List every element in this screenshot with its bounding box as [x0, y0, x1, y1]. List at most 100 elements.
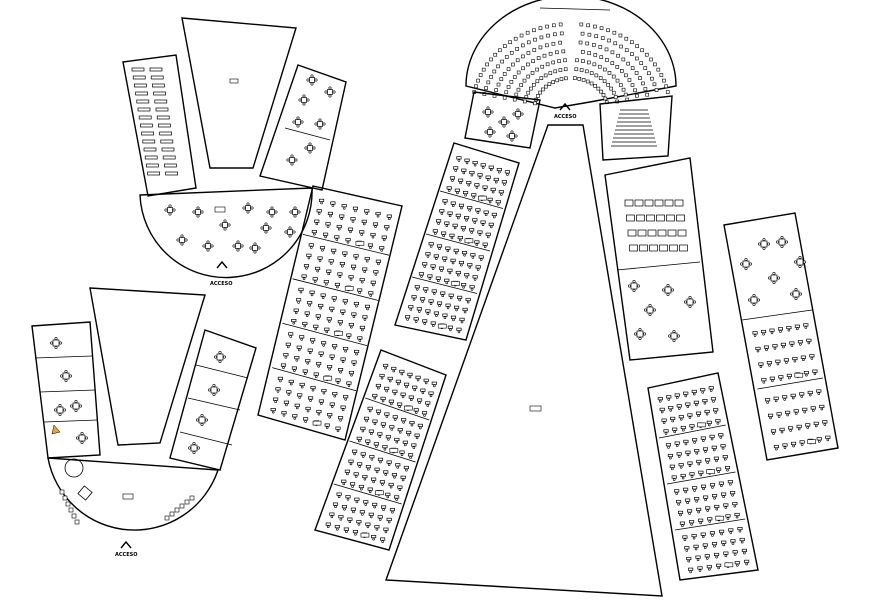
chair	[486, 106, 490, 110]
chair	[688, 464, 692, 467]
chair	[759, 365, 763, 368]
auditorium-seat	[586, 60, 591, 65]
desk	[335, 378, 341, 382]
desk	[334, 235, 340, 239]
chair	[200, 210, 204, 214]
chair	[452, 318, 455, 322]
chair	[349, 230, 352, 234]
desk	[377, 515, 383, 519]
chair	[328, 86, 332, 90]
auditorium-seat	[515, 58, 520, 63]
chair	[769, 416, 772, 420]
desk	[305, 359, 311, 363]
bench	[159, 131, 172, 136]
desk	[485, 232, 491, 236]
chair	[708, 567, 711, 571]
auditorium-seat	[599, 89, 603, 94]
chair	[428, 277, 432, 280]
desk	[504, 170, 510, 174]
chair	[636, 284, 640, 288]
chair	[380, 376, 384, 380]
room-tag	[403, 405, 413, 411]
desk	[691, 389, 697, 393]
desk	[311, 230, 317, 234]
desk	[345, 495, 351, 499]
desk	[425, 309, 431, 313]
desk	[283, 400, 289, 404]
desk	[342, 251, 348, 255]
desk	[813, 421, 819, 425]
desk	[447, 211, 453, 215]
desk	[373, 442, 379, 446]
desk	[720, 444, 726, 448]
chair	[489, 168, 493, 172]
chair	[395, 440, 399, 444]
auditorium-seat	[615, 78, 620, 83]
desk	[453, 166, 459, 170]
auditorium-seat	[607, 38, 611, 43]
chair	[672, 329, 676, 333]
auditorium-seat	[500, 59, 504, 64]
chair	[308, 351, 312, 355]
chair	[680, 417, 683, 421]
chair	[58, 412, 62, 416]
desk	[728, 528, 734, 532]
desk	[379, 246, 385, 250]
room-divider	[666, 471, 736, 485]
middle-classroom-strip-a	[257, 185, 403, 441]
desk	[732, 550, 738, 554]
auditorium-seat	[525, 30, 530, 35]
desk	[464, 158, 470, 162]
chair	[360, 233, 364, 236]
desk	[689, 472, 695, 476]
desk	[316, 362, 322, 366]
chair	[70, 404, 74, 408]
chair	[341, 360, 345, 363]
chair	[386, 495, 390, 499]
chair	[392, 369, 396, 373]
desk	[670, 416, 676, 420]
chair	[437, 222, 440, 225]
top-left-building: ACCESO	[122, 17, 347, 287]
lab-bench	[676, 214, 685, 222]
desk	[391, 473, 397, 477]
desk	[449, 233, 455, 237]
chair	[345, 530, 348, 534]
desk	[346, 333, 352, 337]
auditorium-seat	[639, 61, 644, 65]
chair	[423, 265, 427, 268]
auditorium-seat	[509, 50, 514, 55]
auditorium-seat	[530, 71, 535, 75]
desk	[332, 392, 338, 396]
desk	[362, 474, 368, 479]
chair	[387, 463, 391, 466]
chair	[779, 330, 782, 333]
desk	[799, 440, 805, 444]
auditorium-seat	[613, 41, 618, 46]
auditorium-seat	[644, 52, 649, 57]
chair	[377, 386, 380, 390]
desk	[302, 321, 308, 325]
auditorium-seat	[498, 48, 502, 53]
desk	[491, 212, 497, 216]
desk	[469, 228, 475, 232]
desk	[678, 463, 684, 467]
lab-bench	[636, 214, 645, 222]
chair	[310, 74, 314, 78]
desk	[755, 346, 761, 350]
chair	[274, 400, 277, 404]
chair	[709, 389, 713, 392]
chair	[325, 330, 329, 334]
chair	[336, 285, 339, 289]
chair	[333, 346, 336, 350]
table	[301, 97, 307, 103]
desk	[761, 378, 767, 382]
chair	[289, 335, 292, 338]
chair	[412, 298, 416, 301]
seat	[189, 495, 195, 501]
desk	[705, 506, 711, 510]
desk	[375, 383, 381, 388]
table	[670, 332, 678, 340]
chair	[337, 495, 341, 499]
chair	[413, 388, 416, 392]
